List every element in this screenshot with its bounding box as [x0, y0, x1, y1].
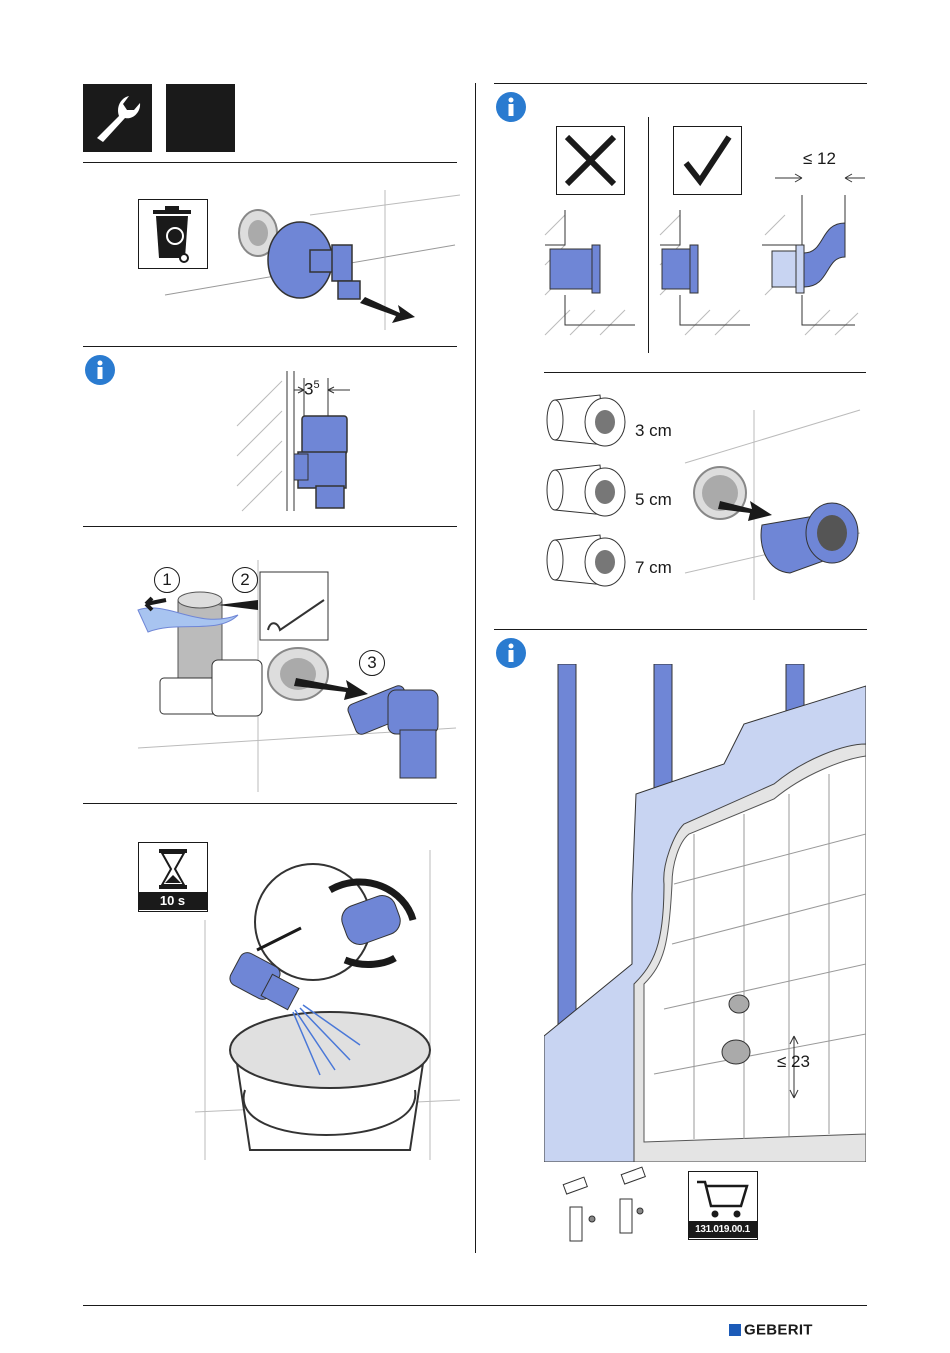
- extension-pieces: [545, 390, 635, 595]
- footer-divider: [83, 1305, 867, 1306]
- sealing-illustration: [118, 560, 458, 792]
- wrench-icon-box: [83, 84, 152, 152]
- divider: [83, 162, 457, 163]
- callout-2: 2: [232, 567, 258, 593]
- brand-logo: GEBERIT: [729, 1321, 813, 1337]
- wrench-icon: [83, 84, 152, 152]
- max-depth-label: ≤ 23: [777, 1052, 810, 1072]
- valve-removal-illustration: [160, 185, 460, 335]
- wall-depth-illustration: [544, 664, 866, 1162]
- divider: [544, 372, 866, 373]
- extension-length-7: 7 cm: [635, 558, 672, 578]
- info-icon: [85, 355, 115, 385]
- divider: [83, 803, 457, 804]
- cross-icon: [556, 126, 625, 195]
- divider: [83, 346, 457, 347]
- fixing-kit-illustration: [554, 1163, 654, 1245]
- info-icon: [496, 92, 526, 122]
- extension-install-illustration: [680, 405, 865, 600]
- divider: [494, 629, 867, 630]
- callout-1: 1: [154, 567, 180, 593]
- blank-tool-icon: [166, 84, 235, 152]
- max-offset-label: ≤ 12: [803, 149, 836, 169]
- dimension-label: 35: [304, 379, 320, 400]
- check-icon: [673, 126, 742, 195]
- info-icon: [496, 638, 526, 668]
- brand-logo-text: GEBERIT: [744, 1321, 813, 1338]
- offset-arrows: [775, 170, 865, 186]
- article-number-badge: 131.019.00.1: [688, 1221, 757, 1238]
- wall-depth-illustrations: [540, 195, 870, 350]
- flush-illustration: [195, 850, 460, 1160]
- callout-3: 3: [359, 650, 385, 676]
- divider: [494, 83, 867, 84]
- extension-length-5: 5 cm: [635, 490, 672, 510]
- extension-length-3: 3 cm: [635, 421, 672, 441]
- brand-logo-square: [729, 1324, 741, 1336]
- column-divider: [475, 83, 476, 1253]
- divider: [83, 526, 457, 527]
